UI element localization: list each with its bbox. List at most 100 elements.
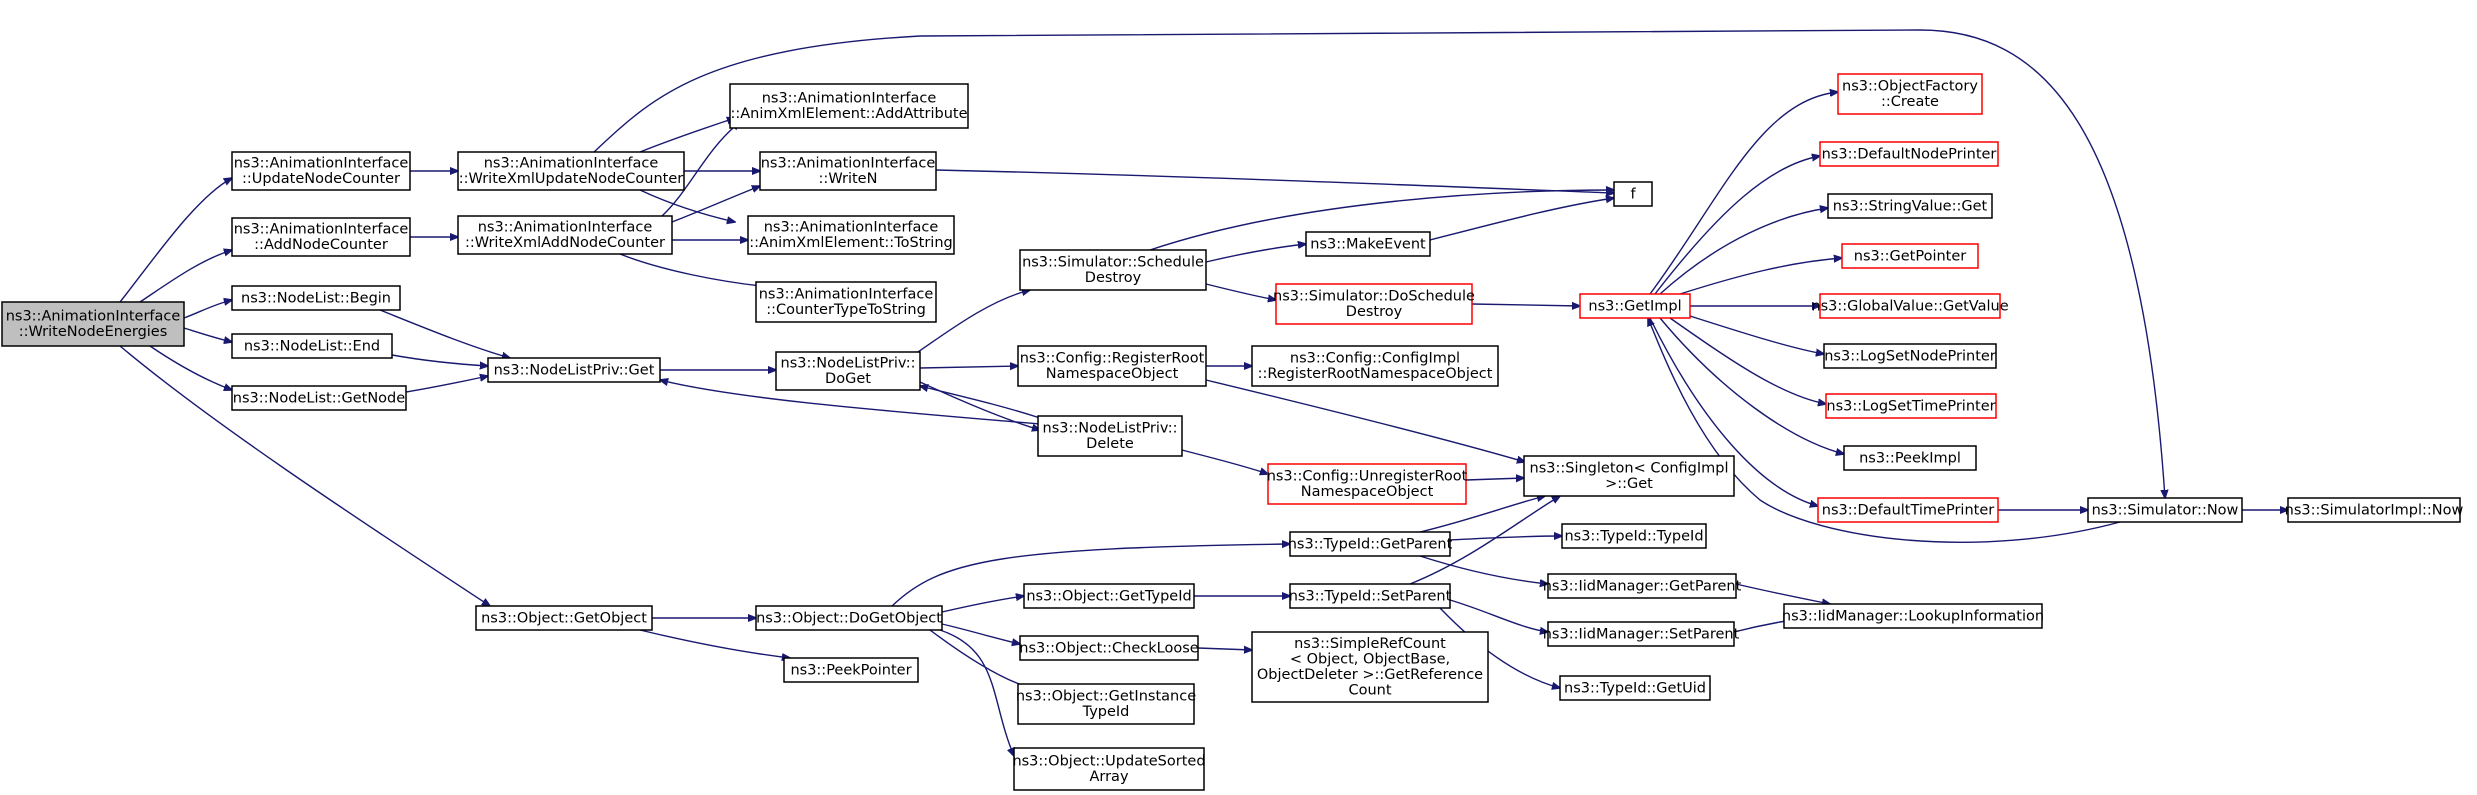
node-n44[interactable]: ns3::IidManager::SetParent xyxy=(1543,621,1740,647)
node-n13[interactable]: ns3::AnimationInterface::WriteN xyxy=(759,151,937,191)
node-n35[interactable]: ns3::DefaultTimePrinter xyxy=(1817,497,1999,523)
node-n7[interactable]: ns3::AnimationInterface::WriteXmlUpdateN… xyxy=(457,151,685,191)
node-n3[interactable]: ns3::NodeList::Begin xyxy=(231,285,401,311)
node-label: DoGet xyxy=(825,371,871,387)
node-box xyxy=(457,151,685,191)
node-n28[interactable]: ns3::DefaultNodePrinter xyxy=(1819,141,1999,167)
node-n34[interactable]: ns3::PeekImpl xyxy=(1843,445,1977,471)
edge-n19-n9 xyxy=(660,380,1041,425)
node-n12[interactable]: ns3::AnimationInterface::AnimXmlElement:… xyxy=(729,83,969,129)
node-n47[interactable]: ns3::SimpleRefCount< Object, ObjectBase,… xyxy=(1251,631,1489,703)
edge-n16-n19 xyxy=(919,381,1040,430)
node-n25[interactable]: ns3::GetImpl xyxy=(1579,293,1691,319)
node-n14[interactable]: ns3::AnimationInterface::AnimXmlElement:… xyxy=(747,215,955,255)
node-label: ns3::Config::UnregisterRoot xyxy=(1267,469,1468,485)
node-box xyxy=(1523,455,1735,497)
node-box xyxy=(783,657,919,683)
node-n15[interactable]: ns3::AnimationInterface::CounterTypeToSt… xyxy=(755,281,937,323)
edge-n38-n40 xyxy=(1419,555,1548,584)
node-box xyxy=(1,301,185,347)
node-label: ns3::GlobalValue::GetValue xyxy=(1811,298,2008,314)
node-n5[interactable]: ns3::NodeList::GetNode xyxy=(231,385,407,411)
node-n33[interactable]: ns3::LogSetTimePrinter xyxy=(1825,393,1997,419)
node-label: ns3::Object::DoGetObject xyxy=(756,610,942,626)
node-n23[interactable]: ns3::Config::UnregisterRootNamespaceObje… xyxy=(1267,463,1468,505)
edge-n13-n24 xyxy=(935,169,1614,193)
node-n43[interactable]: ns3::IidManager::LookupInformation xyxy=(1782,603,2044,629)
node-n40[interactable]: ns3::IidManager::GetParent xyxy=(1543,573,1742,599)
node-n16[interactable]: ns3::NodeListPriv::DoGet xyxy=(775,351,921,391)
node-n26[interactable]: ns3::Singleton< ConfigImpl >::Get xyxy=(1523,455,1735,497)
node-label: ns3::LogSetTimePrinter xyxy=(1826,398,1995,414)
node-label: ns3::IidManager::GetParent xyxy=(1543,578,1742,594)
node-label: Count xyxy=(1348,683,1391,699)
node-n11[interactable]: ns3::PeekPointer xyxy=(783,657,919,683)
edge-n25-n30 xyxy=(1679,258,1842,295)
edge-n38-n26 xyxy=(1419,496,1545,533)
edge-n5-n9 xyxy=(405,376,488,393)
node-n10[interactable]: ns3::Object::DoGetObject xyxy=(755,605,943,631)
edge-n17-n24 xyxy=(1149,190,1614,251)
node-n9[interactable]: ns3::NodeListPriv::Get xyxy=(487,357,661,383)
node-n1[interactable]: ns3::AnimationInterface::UpdateNodeCount… xyxy=(231,151,411,191)
node-label: ::AnimXmlElement::AddAttribute xyxy=(730,106,967,122)
node-label: Destroy xyxy=(1346,304,1403,320)
node-n32[interactable]: ns3::LogSetNodePrinter xyxy=(1823,343,1997,369)
node-label: ns3::DefaultTimePrinter xyxy=(1822,502,1994,518)
node-n31[interactable]: ns3::GlobalValue::GetValue xyxy=(1811,293,2009,319)
node-label: ns3::Object::GetTypeId xyxy=(1026,588,1191,604)
node-n6[interactable]: ns3::Object::GetObject xyxy=(475,605,653,631)
node-n20[interactable]: ns3::MakeEvent xyxy=(1305,231,1431,257)
node-box xyxy=(2287,497,2461,523)
node-n22[interactable]: ns3::Config::ConfigImpl::RegisterRootNam… xyxy=(1251,345,1499,387)
node-n41[interactable]: ns3::Object::GetTypeId xyxy=(1023,583,1195,609)
edge-n17-n20 xyxy=(1205,244,1306,263)
node-box xyxy=(457,215,673,255)
node-n37[interactable]: ns3::SimulatorImpl::Now xyxy=(2285,497,2464,523)
node-n39[interactable]: ns3::TypeId::TypeId xyxy=(1561,523,1707,549)
node-label: ns3::GetImpl xyxy=(1588,298,1681,314)
node-n4[interactable]: ns3::NodeList::End xyxy=(231,333,393,359)
node-label: ::AddNodeCounter xyxy=(254,237,388,253)
node-label: ns3::GetPointer xyxy=(1854,248,1967,264)
node-box xyxy=(1547,573,1737,599)
edge-n0-n3 xyxy=(183,300,232,319)
node-n42[interactable]: ns3::TypeId::SetParent xyxy=(1289,583,1452,609)
node-n18[interactable]: ns3::Config::RegisterRootNamespaceObject xyxy=(1017,345,1207,387)
nodes-layer: ns3::AnimationInterface::WriteNodeEnergi… xyxy=(1,73,2464,791)
node-n30[interactable]: ns3::GetPointer xyxy=(1841,243,1979,269)
node-box xyxy=(747,215,955,255)
node-n36[interactable]: ns3::Simulator::Now xyxy=(2087,497,2243,523)
node-box xyxy=(1823,343,1997,369)
node-label: ns3::NodeListPriv:: xyxy=(1043,421,1178,437)
node-box xyxy=(1827,193,1993,219)
node-n38[interactable]: ns3::TypeId::GetParent xyxy=(1288,531,1453,557)
node-n27[interactable]: ns3::ObjectFactory::Create xyxy=(1837,73,1983,115)
edge-n7-n36 xyxy=(593,29,2165,498)
edge-n0-n4 xyxy=(183,327,232,342)
edge-n10-n38 xyxy=(891,544,1290,607)
node-label: Destroy xyxy=(1085,270,1142,286)
node-n29[interactable]: ns3::StringValue::Get xyxy=(1827,193,1993,219)
node-n24[interactable]: f xyxy=(1613,181,1653,207)
node-n8[interactable]: ns3::AnimationInterface::WriteXmlAddNode… xyxy=(457,215,673,255)
node-label: ns3::SimulatorImpl::Now xyxy=(2285,502,2464,518)
node-n2[interactable]: ns3::AnimationInterface::AddNodeCounter xyxy=(231,217,411,257)
node-box xyxy=(1251,631,1489,703)
node-n45[interactable]: ns3::TypeId::GetUid xyxy=(1559,675,1711,701)
edge-n8-n12 xyxy=(661,122,740,217)
edge-n25-n27 xyxy=(1649,92,1838,295)
node-label: ns3::StringValue::Get xyxy=(1833,198,1988,214)
node-label: ns3::NodeList::End xyxy=(244,338,380,354)
node-box xyxy=(1019,635,1199,661)
node-label: ns3::Singleton< ConfigImpl xyxy=(1530,461,1729,477)
node-n19[interactable]: ns3::NodeListPriv::Delete xyxy=(1037,415,1183,457)
node-label: f xyxy=(1630,186,1636,202)
node-label: ns3::TypeId::SetParent xyxy=(1289,588,1452,604)
node-n46[interactable]: ns3::Object::CheckLoose xyxy=(1019,635,1199,661)
node-box xyxy=(1267,463,1467,505)
